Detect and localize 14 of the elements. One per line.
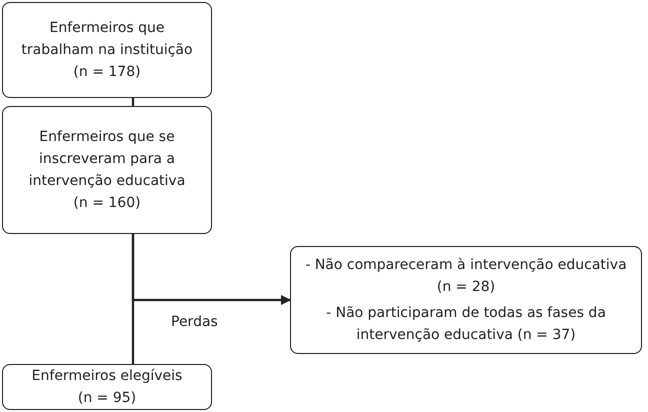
process-box (2, 364, 212, 410)
connector-line (132, 98, 134, 106)
count-text: (n = 160) (73, 194, 141, 213)
connector-line (132, 234, 134, 364)
box-text: Enfermeiros elegíveis (32, 367, 182, 386)
count-text: (n = 178) (73, 63, 141, 82)
process-box (2, 106, 212, 234)
box-text: Enfermeiros que trabalham na instituição (20, 19, 194, 60)
box-text: Enfermeiros que se inscreveram para a intervenção educativa (28, 128, 186, 191)
process-box (2, 2, 212, 98)
count-text: (n = 95) (78, 389, 136, 408)
exclusion-text: - Não participaram de todas as fases da intervenção educativa (n = 37) (325, 304, 607, 345)
exclusion-box (290, 246, 642, 354)
exclusion-text: - Não compareceram à intervenção educativa (n = 28) (304, 256, 628, 297)
